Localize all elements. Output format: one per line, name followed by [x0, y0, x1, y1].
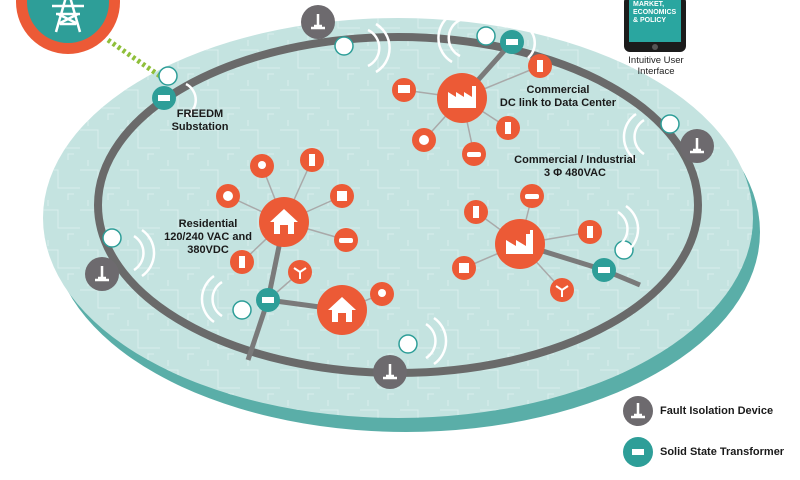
legend-sst: Solid State Transformer: [660, 446, 785, 458]
home-hub-2: [317, 285, 367, 335]
sst-icon: [623, 437, 653, 467]
house-icon: [270, 209, 298, 234]
factory-icon: [506, 230, 533, 254]
sst-residential: [256, 288, 280, 312]
label-commercial-dc: Commercial DC link to Data Center: [499, 84, 617, 109]
legend-fault-isolation: Fault Isolation Device: [660, 405, 774, 417]
sst-nodes: [152, 30, 616, 312]
label-commercial-industrial: Commercial / Industrial 3 Φ 480VAC: [514, 154, 636, 179]
fid-right: [680, 129, 714, 163]
user-interface-tablet: MARKET, ECONOMICS & POLICY: [624, 0, 686, 52]
house-icon: [328, 297, 356, 322]
wireless-arcs: [133, 12, 645, 366]
tablet-home-button: [652, 44, 658, 50]
industrial-hub: [495, 219, 545, 269]
label-substation: FREEDM Substation: [171, 108, 229, 133]
transmission-tower: [16, 0, 120, 54]
fault-isolation-icon: [623, 396, 653, 426]
label-residential: Residential 120/240 VAC and 380VDC: [164, 218, 252, 256]
tablet-screen-text: MARKET, ECONOMICS & POLICY: [629, 0, 681, 42]
fault-isolation-devices: [85, 5, 714, 389]
fid-left: [85, 257, 119, 291]
legend-icons: [623, 396, 653, 467]
ui-caption: Intuitive User Interface: [628, 55, 684, 77]
sst-commercial: [500, 30, 524, 54]
sst-industrial: [592, 258, 616, 282]
leaf-devices: [216, 54, 602, 306]
substation-link: [106, 37, 162, 79]
storage-devices: [102, 26, 680, 354]
tower-icon: [52, 0, 84, 33]
fid-top: [301, 5, 335, 39]
factory-icon: [448, 86, 476, 108]
sst-substation: [152, 86, 176, 110]
hubs: [259, 73, 545, 335]
factory-hub: [437, 73, 487, 123]
fid-bottom: [373, 355, 407, 389]
home-hub-1: [259, 197, 309, 247]
